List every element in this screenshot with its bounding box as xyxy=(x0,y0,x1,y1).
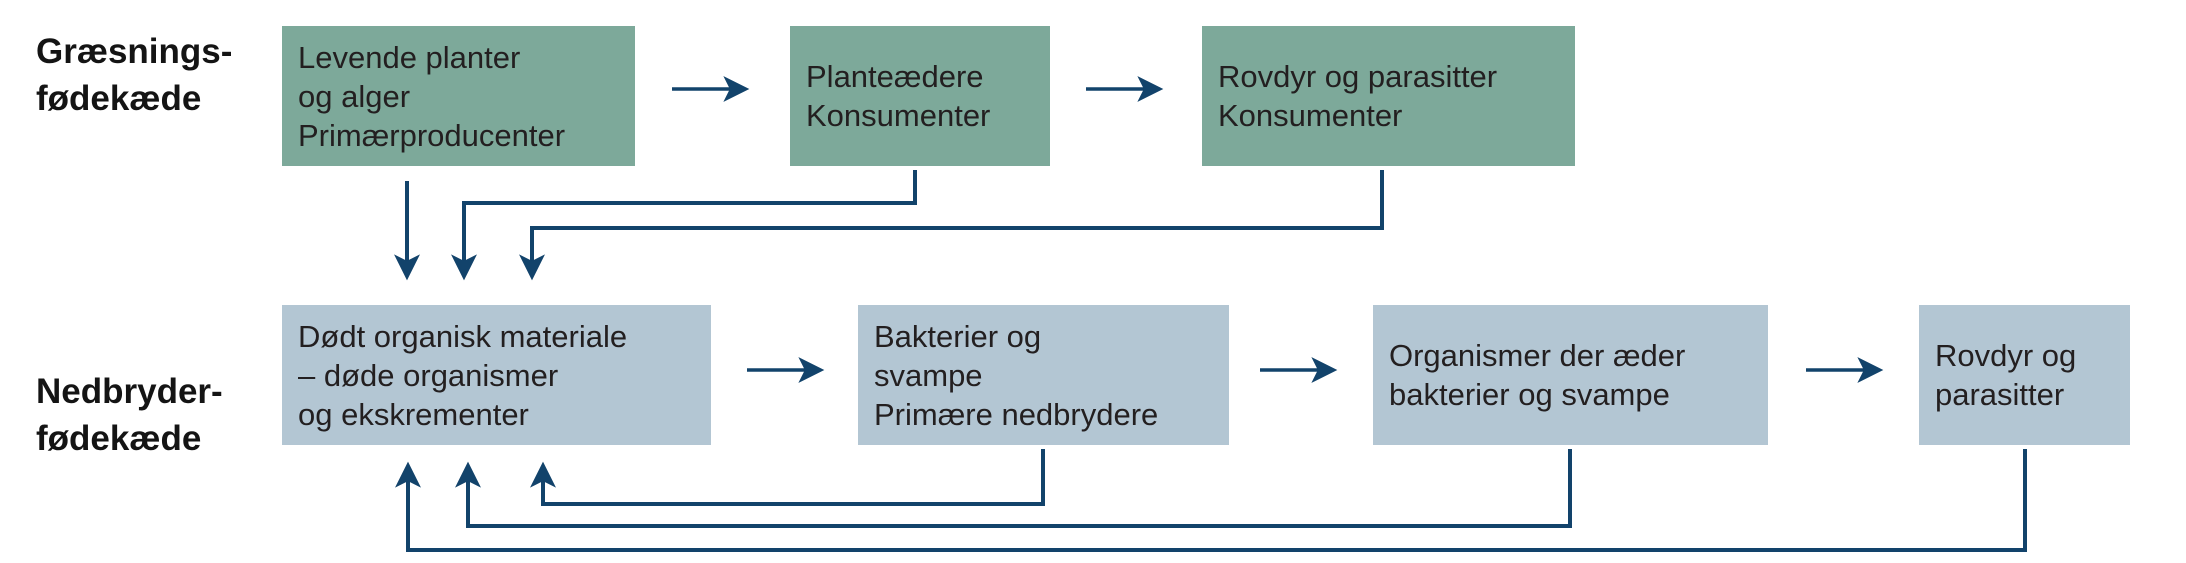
arrow-predators-to-dead-organic xyxy=(395,449,2027,552)
arrow-herbivores-to-dead-organic xyxy=(451,170,917,281)
box-herbivore-consumers: Planteædere Konsumenter xyxy=(790,26,1050,166)
arrow-decomposers-to-dead-organic xyxy=(530,449,1045,506)
box-predators-parasites: Rovdyr og parasitter xyxy=(1919,305,2130,445)
label-grazing-chain: Græsnings- fødekæde xyxy=(36,32,233,118)
arrow-decomposer-eaters-to-dead-organic xyxy=(455,449,1572,528)
box-predator-parasite-consumers: Rovdyr og parasitter Konsumenter xyxy=(1202,26,1575,166)
box-primary-decomposers: Bakterier og svampe Primære nedbrydere xyxy=(858,305,1229,445)
box-primary-producers: Levende planter og alger Primærproducent… xyxy=(282,26,635,166)
box-dead-organic-material: Dødt organisk materiale – døde organisme… xyxy=(282,305,711,445)
arrow-predator-consumers-to-dead-organic xyxy=(519,170,1384,281)
box-bacteria-fungus-eaters: Organismer der æder bakterier og svampe xyxy=(1373,305,1768,445)
label-decomposer-chain: Nedbryder- fødekæde xyxy=(36,372,223,458)
